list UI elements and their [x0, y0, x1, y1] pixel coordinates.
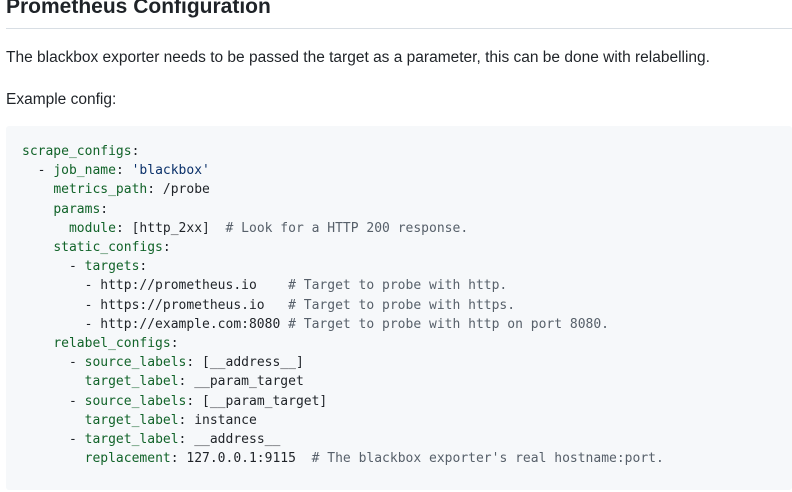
code-text: : 127.0.0.1:9115: [170, 451, 312, 467]
code-text: -: [22, 163, 54, 179]
code-text: [22, 240, 53, 255]
code-text: -: [22, 432, 85, 447]
code-text: [22, 182, 53, 197]
code-text: - https://prometheus.io: [22, 297, 289, 313]
code-line: - http://prometheus.io # Target to probe…: [22, 276, 508, 295]
code-text: :: [131, 144, 140, 159]
code-comment: # Target to probe with https.: [288, 297, 516, 313]
code-key: source_labels: [84, 355, 187, 371]
code-text: [22, 413, 85, 428]
code-line: replacement: 127.0.0.1:9115 # The blackb…: [22, 449, 664, 468]
code-comment: # Target to probe with http on port 8080…: [288, 316, 610, 332]
code-line: - source_labels: [__param_target]: [22, 392, 327, 411]
code-text: : [__param_target]: [186, 393, 328, 409]
code-line: - targets:: [22, 257, 147, 276]
code-line: target_label: __param_target: [22, 372, 304, 391]
code-key: replacement: [84, 451, 171, 467]
code-line: module: [http_2xx] # Look for a HTTP 200…: [22, 219, 468, 238]
code-comment: # Target to probe with http.: [288, 278, 508, 294]
code-text: :: [139, 259, 148, 275]
code-line: target_label: instance: [22, 411, 257, 430]
code-key: target_label: [84, 432, 179, 447]
code-text: :: [162, 240, 171, 255]
code-line: metrics_path: /probe: [22, 180, 210, 199]
code-key: target_label: [84, 412, 179, 428]
code-key: source_labels: [84, 393, 187, 409]
code-text: :: [100, 201, 109, 217]
code-text: - http://prometheus.io: [22, 278, 289, 294]
code-key: params: [53, 201, 101, 217]
code-text: [22, 336, 53, 351]
code-line: relabel_configs:: [22, 334, 179, 353]
code-text: : __param_target: [178, 374, 304, 390]
code-text: -: [22, 259, 85, 275]
code-string: 'blackbox': [131, 163, 210, 179]
code-text: - http://example.com:8080: [22, 316, 289, 332]
heading-divider: [6, 28, 792, 29]
example-config-label: Example config:: [6, 91, 117, 108]
code-text: [22, 202, 53, 217]
code-line: - source_labels: [__address__]: [22, 353, 304, 372]
code-line: - http://example.com:8080 # Target to pr…: [22, 315, 609, 334]
code-comment: # The blackbox exporter's real hostname:…: [311, 451, 664, 467]
code-line: - target_label: __address__: [22, 430, 280, 449]
code-key: metrics_path: [53, 182, 148, 198]
code-line: static_configs:: [22, 238, 171, 257]
code-key: targets: [84, 259, 140, 275]
code-key: job_name: [53, 163, 116, 179]
code-text: : [__address__]: [186, 355, 304, 371]
code-text: [22, 451, 85, 466]
code-text: : __address__: [178, 432, 281, 447]
code-text: [22, 374, 85, 389]
code-text: -: [22, 355, 85, 371]
code-key: module: [68, 220, 116, 236]
code-text: :: [170, 336, 179, 351]
code-text: [22, 221, 69, 236]
code-line: - job_name: 'blackbox': [22, 161, 210, 180]
code-key: static_configs: [53, 240, 163, 255]
section-heading: Prometheus Configuration: [6, 0, 271, 18]
code-text: -: [22, 393, 85, 409]
code-text: : /probe: [147, 182, 210, 198]
code-line: scrape_configs:: [22, 142, 139, 161]
code-comment: # Look for a HTTP 200 response.: [225, 220, 469, 236]
code-line: - https://prometheus.io # Target to prob…: [22, 296, 515, 315]
code-text: : instance: [178, 412, 257, 428]
code-text: :: [115, 163, 132, 179]
code-key: target_label: [84, 374, 179, 390]
code-text: : [http_2xx]: [115, 220, 226, 236]
code-key: scrape_configs: [22, 144, 132, 159]
code-key: relabel_configs: [53, 336, 171, 351]
intro-paragraph: The blackbox exporter needs to be passed…: [6, 49, 710, 66]
code-line: params:: [22, 200, 108, 219]
code-block[interactable]: scrape_configs: - job_name: 'blackbox' m…: [6, 126, 792, 490]
